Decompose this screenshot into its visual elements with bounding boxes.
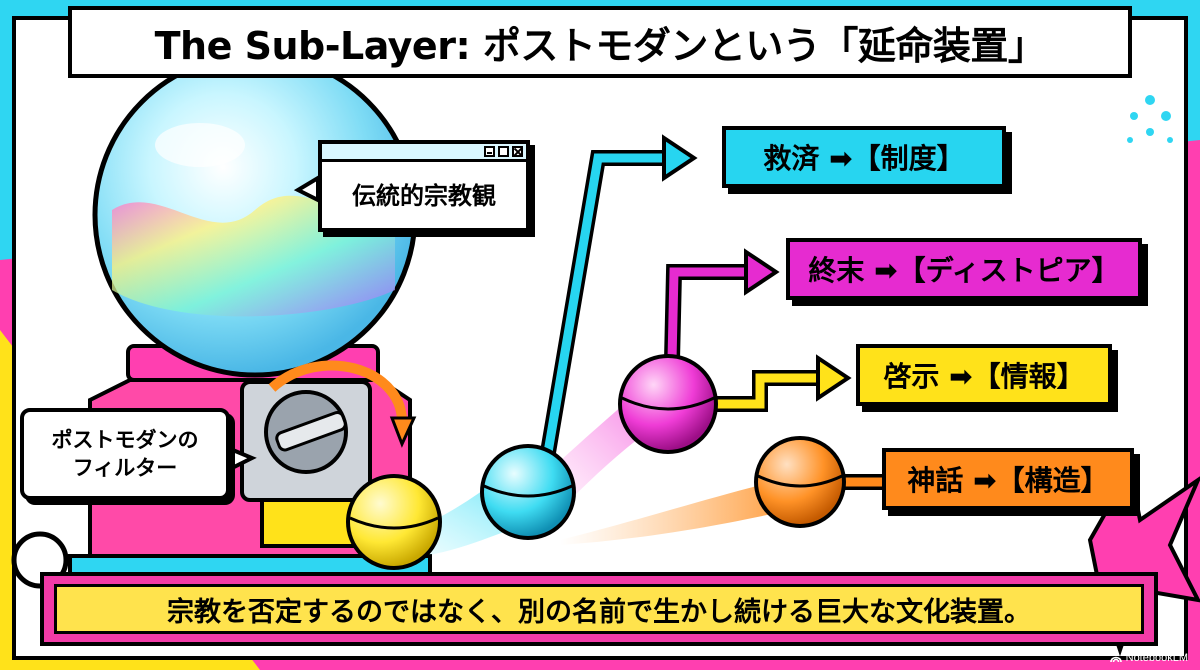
page-title: The Sub-Layer: ポストモダンという「延命装置」 <box>68 6 1132 78</box>
bottom-banner: 宗教を否定するのではなく、別の名前で生かし続ける巨大な文化装置。 <box>40 572 1158 646</box>
arrowhead-cyan <box>662 134 698 182</box>
dome-highlight <box>155 123 245 167</box>
filter-label-line1: ポストモダンの <box>51 427 199 452</box>
bottom-banner-text: 宗教を否定するのではなく、別の名前で生かし続ける巨大な文化装置。 <box>167 596 1031 628</box>
knob-handle <box>275 410 347 452</box>
minimize-icon <box>484 146 495 157</box>
page-title-text: The Sub-Layer: ポストモダンという「延命装置」 <box>154 23 1046 68</box>
outcome-apocalypse-label: 終末 ➡【ディストピア】 <box>808 254 1120 287</box>
outcome-myth: 神話 ➡【構造】 <box>882 448 1134 510</box>
maximize-icon <box>498 146 509 157</box>
bottom-banner-inner: 宗教を否定するのではなく、別の名前で生かし続ける巨大な文化装置。 <box>54 584 1144 634</box>
arrowhead-yellow <box>816 354 852 402</box>
traditional-view-window: 伝統的宗教観 <box>318 140 530 232</box>
outcome-apocalypse: 終末 ➡【ディストピア】 <box>786 238 1142 300</box>
trail-orange <box>560 480 790 545</box>
outcome-salvation: 救済 ➡【制度】 <box>722 126 1006 188</box>
connector-cyan <box>540 153 668 471</box>
capsule-yellow <box>346 474 442 570</box>
watermark: NotebookLM <box>1109 650 1188 666</box>
traditional-view-label: 伝統的宗教観 <box>352 181 496 210</box>
window-titlebar <box>322 144 526 162</box>
connector-magenta <box>667 267 750 361</box>
filter-label-line2: フィルター <box>72 456 178 480</box>
outcome-revelation-label: 啓示 ➡【情報】 <box>883 360 1085 393</box>
halftone-dots <box>1127 95 1173 143</box>
capsule-orange <box>754 436 846 528</box>
rotation-arrowhead <box>389 416 417 448</box>
outcome-revelation: 啓示 ➡【情報】 <box>856 344 1112 406</box>
capsule-magenta <box>618 354 718 454</box>
outcome-myth-label: 神話 ➡【構造】 <box>907 464 1109 497</box>
filter-label-box: ポストモダンの フィルター <box>20 408 230 500</box>
outcome-salvation-label: 救済 ➡【制度】 <box>763 142 965 175</box>
arrowhead-magenta <box>744 248 780 296</box>
notebook-logo-icon <box>1109 656 1122 663</box>
rotation-arrow <box>268 360 407 421</box>
close-icon <box>512 146 523 157</box>
capsule-cyan <box>480 444 576 540</box>
watermark-text: NotebookLM <box>1125 652 1188 664</box>
connector-yellow <box>712 373 822 409</box>
